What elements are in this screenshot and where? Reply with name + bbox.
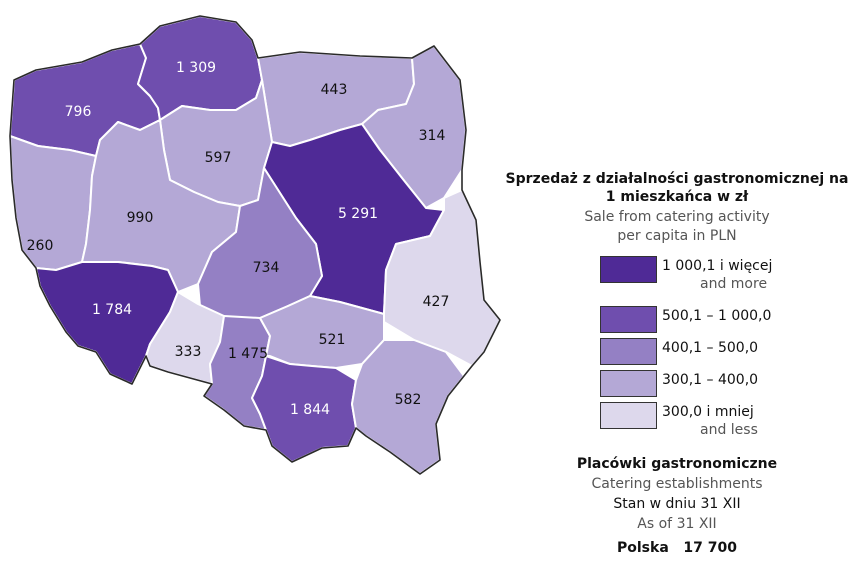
legend-title-pl: Sprzedaż z działalności gastronomicznej …: [505, 171, 849, 205]
establishments-title-en: Catering establishments: [591, 476, 763, 492]
legend-label-en: and more: [700, 276, 768, 292]
establishments-block: Placówki gastronomiczne Catering establi…: [500, 454, 854, 558]
legend-swatch: [600, 402, 657, 429]
establishments-total: Polska 17 700: [500, 538, 854, 558]
region-value-label-malopolskie: 1 844: [290, 402, 330, 418]
legend-swatch: [600, 306, 657, 333]
region-value-label-wielkopolskie: 990: [127, 210, 154, 226]
establishments-title-pl: Placówki gastronomiczne: [576, 456, 778, 472]
region-value-label-lodzkie: 734: [253, 260, 280, 276]
region-value-label-pomorskie: 1 309: [176, 60, 216, 76]
legend-label: 300,1 – 400,0: [662, 372, 759, 388]
legend-label: 1 000,1 i więcej: [662, 258, 773, 274]
legend-swatch: [600, 256, 657, 283]
region-value-label-opolskie: 333: [175, 344, 202, 360]
poland-choropleth-map: 796 1 309 443 314 597 260 990 5 291 734 427 1 784 3…: [9, 15, 501, 475]
establishments-date-en: As of 31 XII: [637, 516, 717, 532]
legend-item-class-5: 300,0 i mniej and less: [600, 402, 854, 448]
region-value-label-swietokrzyskie: 521: [319, 332, 346, 348]
legend-items: 1 000,1 i więcej and more 500,1 – 1 000,…: [500, 256, 854, 448]
legend-swatch: [600, 370, 657, 397]
region-value-label-lubuskie: 260: [27, 238, 54, 254]
legend-item-class-3: 400,1 – 500,0: [600, 338, 854, 370]
region-value-label-mazowieckie: 5 291: [338, 206, 378, 222]
legend-title-en-line1: Sale from catering activity: [584, 209, 770, 225]
legend-item-class-1: 1 000,1 i więcej and more: [600, 256, 854, 306]
legend-swatch: [600, 338, 657, 365]
legend-item-class-2: 500,1 – 1 000,0: [600, 306, 854, 338]
legend: Sprzedaż z działalności gastronomicznej …: [500, 170, 854, 558]
legend-title-en-line2: per capita in PLN: [617, 228, 737, 244]
region-value-label-lubelskie: 427: [423, 294, 450, 310]
region-value-label-zachodniopomorskie: 796: [65, 104, 92, 120]
legend-item-class-4: 300,1 – 400,0: [600, 370, 854, 402]
establishments-total-value: 17 700: [683, 540, 737, 556]
region-value-label-dolnoslaskie: 1 784: [92, 302, 132, 318]
region-value-label-podkarpackie: 582: [395, 392, 422, 408]
legend-label: 500,1 – 1 000,0: [662, 308, 772, 324]
country-border: [9, 15, 501, 475]
legend-label: 300,0 i mniej: [662, 404, 754, 420]
region-value-label-podlaskie: 314: [419, 128, 446, 144]
region-value-label-kujawsko-pomorskie: 597: [205, 150, 232, 166]
region-value-label-warminsko-mazurskie: 443: [321, 82, 348, 98]
establishments-total-label: Polska: [617, 540, 669, 556]
region-value-label-slaskie: 1 475: [228, 346, 268, 362]
legend-title-en: Sale from catering activity per capita i…: [500, 208, 854, 246]
legend-label-en: and less: [700, 422, 758, 438]
establishments-date-pl: Stan w dniu 31 XII: [613, 496, 741, 512]
legend-label: 400,1 – 500,0: [662, 340, 759, 356]
